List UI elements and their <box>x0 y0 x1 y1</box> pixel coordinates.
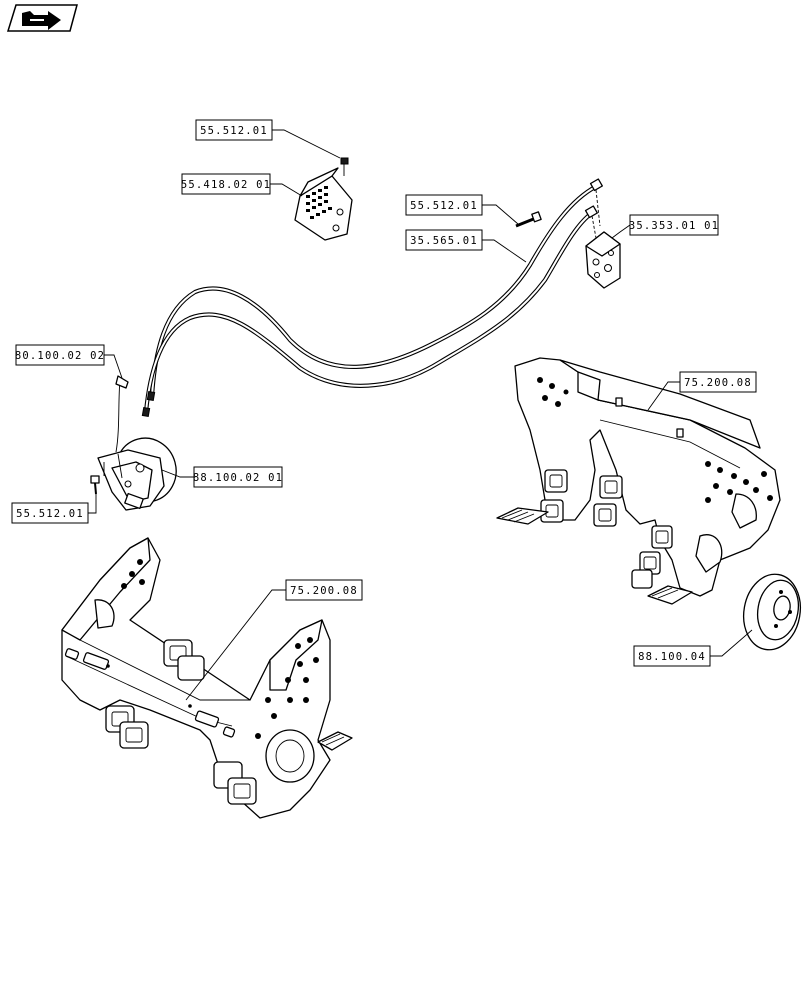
left-frame-footrest <box>317 731 353 751</box>
svg-text:80.100.02 02: 80.100.02 02 <box>15 350 105 362</box>
nav-arrow-button[interactable] <box>6 4 78 32</box>
right-frame-mount-pads <box>540 469 673 589</box>
right-frame-footrests <box>496 507 693 605</box>
callout-75-200-08-right[interactable]: 75.200.08 <box>647 371 757 411</box>
bolt-left <box>90 475 100 495</box>
hydraulic-hoses <box>141 178 603 418</box>
svg-text:75.200.08: 75.200.08 <box>684 377 752 389</box>
brake-disc <box>742 573 802 651</box>
svg-text:88.100.02 01: 88.100.02 01 <box>193 472 283 484</box>
callout-88-100-04[interactable]: 88.100.04 <box>633 629 753 667</box>
callout-55-512-01-left[interactable]: 55.512.01 <box>11 494 97 524</box>
svg-text:35.353.01 01: 35.353.01 01 <box>629 220 719 232</box>
left-frame-mount-pads <box>105 639 257 805</box>
svg-text:55.512.01: 55.512.01 <box>410 200 478 212</box>
svg-text:55.418.02 01: 55.418.02 01 <box>181 179 271 191</box>
callout-55-512-01-mid[interactable]: 55.512.01 <box>405 194 519 225</box>
switch-panel <box>294 167 353 241</box>
callout-88-100-02-01[interactable]: 88.100.02 01 <box>161 466 283 488</box>
valve-block <box>585 231 621 289</box>
callout-35-353-01-01[interactable]: 35.353.01 01 <box>611 214 719 239</box>
callout-55-512-01-top[interactable]: 55.512.01 <box>195 119 341 159</box>
svg-text:55.512.01: 55.512.01 <box>16 508 84 520</box>
bolt-upper <box>340 157 349 176</box>
arrow-right-icon <box>22 11 61 30</box>
svg-text:75.200.08: 75.200.08 <box>290 585 358 597</box>
svg-text:35.565.01: 35.565.01 <box>410 235 478 247</box>
pedal-valve-assembly <box>97 375 177 511</box>
callout-80-100-02-02[interactable]: 80.100.02 02 <box>15 344 123 379</box>
svg-text:55.512.01: 55.512.01 <box>200 125 268 137</box>
bolt-middle <box>515 211 542 228</box>
svg-text:88.100.04: 88.100.04 <box>638 651 706 663</box>
callout-35-565-01[interactable]: 35.565.01 <box>405 229 527 263</box>
right-frame-assembly <box>496 357 781 605</box>
left-frame-assembly <box>61 537 353 819</box>
callout-55-418-02-01[interactable]: 55.418.02 01 <box>181 173 303 197</box>
callout-75-200-08-left[interactable]: 75.200.08 <box>185 579 363 701</box>
